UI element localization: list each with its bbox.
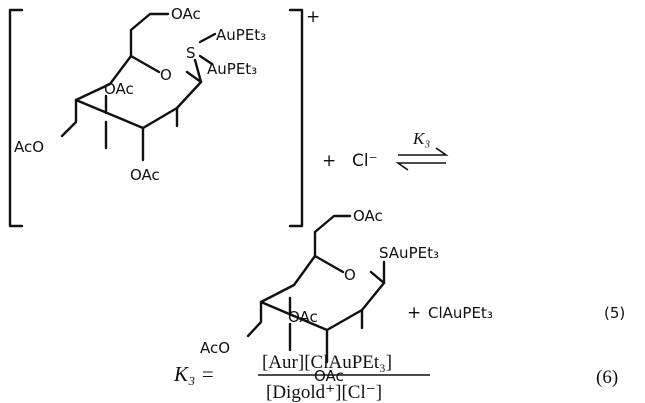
- s-au-bond-1: [198, 32, 217, 44]
- product-c4-aco: AcO: [200, 339, 230, 357]
- product-c4-bond: [246, 300, 263, 338]
- product-c2-oac: OAc: [314, 367, 344, 385]
- coproduct: ClAuPEt₃: [428, 304, 493, 322]
- equation-denominator: [Digold⁺][Cl⁻]: [266, 382, 382, 403]
- cation-charge: +: [306, 7, 320, 27]
- equation-lhs: K₃ =: [173, 362, 215, 386]
- equation-number: (6): [596, 367, 618, 388]
- sulfur-atom: S: [186, 44, 196, 62]
- equation-numerator: [Aur][ClAuPEt₃]: [262, 352, 392, 373]
- right-bracket: [288, 8, 304, 228]
- chloride-ion: Cl⁻: [352, 151, 378, 171]
- c4-bond: [60, 98, 78, 138]
- c6-bond: [129, 12, 170, 58]
- product-c6-oac: OAc: [353, 207, 383, 225]
- product-c3-oac: OAc: [288, 308, 318, 326]
- gold-ligand-1: AuPEt₃: [216, 26, 266, 44]
- reaction-number: (5): [604, 304, 625, 322]
- c4-aco: AcO: [14, 138, 44, 156]
- ring-oxygen: O: [160, 66, 172, 84]
- equilibrium-arrow: K₃: [395, 129, 449, 171]
- c2-oac: OAc: [130, 166, 160, 184]
- s-au-bond-2: [198, 54, 214, 66]
- product-c6-bond: [313, 214, 352, 258]
- pyranose-ring: [74, 54, 203, 130]
- k3-label: K₃: [412, 129, 430, 148]
- product-thio-ligand: SAuPEt₃: [379, 244, 439, 262]
- product-ring-oxygen: O: [344, 266, 356, 284]
- reactant-digold-cation: + O OAc S AuPEt₃ AuPEt₃ AcO OAc OAc: [8, 5, 320, 228]
- c3-oac: OAc: [104, 80, 134, 98]
- product-thioglucose-gold: O OAc SAuPEt₃ AcO OAc OAc: [200, 207, 439, 385]
- left-bracket: [8, 8, 24, 228]
- plus-sign-1: +: [322, 151, 336, 171]
- c6-oac: OAc: [171, 5, 201, 23]
- c1-s-bond: [193, 58, 203, 84]
- equilibrium-equation: K₃ = [Aur][ClAuPEt₃] [Digold⁺][Cl⁻] (6): [173, 352, 618, 403]
- plus-sign-2: +: [407, 303, 421, 323]
- product-pyranose-ring: [259, 254, 386, 332]
- gold-ligand-2: AuPEt₃: [207, 60, 257, 78]
